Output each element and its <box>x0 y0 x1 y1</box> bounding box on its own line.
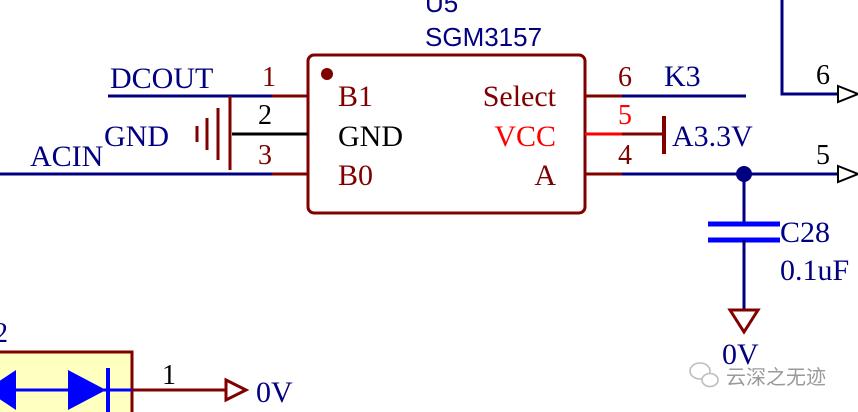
bottom-pin-number: 1 <box>162 360 176 391</box>
pin2-name: GND <box>338 120 403 153</box>
pin6-name: Select <box>483 80 557 113</box>
watermark-text: 云深之无迹 <box>726 366 826 389</box>
bottom-0v-arrow <box>224 377 250 403</box>
bottom-net-label: 0V <box>256 376 293 409</box>
top-right-wire <box>780 0 838 96</box>
port-arrow-middle <box>837 164 858 184</box>
net-k3: K3 <box>664 60 701 93</box>
net-acin: ACIN <box>30 140 103 173</box>
cap-ground-label: 0V <box>722 338 759 371</box>
ground-symbol <box>195 96 232 170</box>
net-a3v3: A3.3V <box>672 120 753 153</box>
pin5-name: VCC <box>494 120 556 153</box>
pin3-name: B0 <box>338 159 373 192</box>
pin5-number: 5 <box>618 100 632 131</box>
pin4-name: A <box>534 159 556 192</box>
diode-component-body <box>0 350 134 412</box>
net-gnd: GND <box>104 120 169 153</box>
cap-ref-label: C28 <box>780 216 830 249</box>
pin3-number: 3 <box>258 140 272 171</box>
port-label-top: 6 <box>816 60 830 91</box>
pin1-name: B1 <box>338 80 373 113</box>
pin4-number: 4 <box>618 140 632 171</box>
ground-triangle <box>727 308 761 335</box>
ic-part-label: SGM3157 <box>425 22 542 52</box>
port-arrow-top <box>837 84 858 104</box>
diode-triangle-left <box>0 370 16 410</box>
ic-ref-label: U5 <box>425 0 458 18</box>
pin1-number: 1 <box>262 62 276 93</box>
wechat-icon <box>689 362 719 388</box>
pin2-number: 2 <box>258 100 272 131</box>
pin6-number: 6 <box>618 62 632 93</box>
bottom-ref-fragment: 2 <box>0 318 8 349</box>
pin1-dot <box>321 68 333 80</box>
diode-triangle-right <box>68 370 106 410</box>
cap-value-label: 0.1uF <box>780 254 849 287</box>
port-label-middle: 5 <box>816 140 830 171</box>
net-dcout: DCOUT <box>110 62 213 95</box>
